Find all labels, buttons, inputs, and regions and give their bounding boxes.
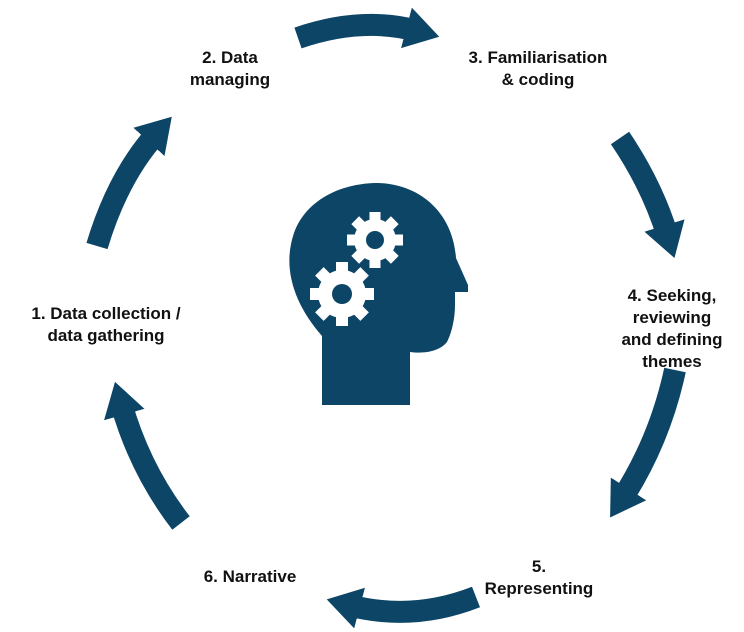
gear-icon-small (347, 212, 403, 268)
stage-label-themes: 4. Seeking, reviewing and defining theme… (621, 286, 723, 371)
cycle-arrow-6-to-1 (104, 381, 190, 530)
stage-label-data-managing: 2. Data managing (189, 48, 271, 89)
head-silhouette (289, 183, 468, 405)
gear-icon-large (310, 262, 374, 326)
stage-label-representing: 5. Representing (484, 557, 594, 598)
stage-label-narrative: 6. Narrative (203, 567, 297, 586)
cycle-arrow-2-to-3 (294, 7, 440, 49)
cycle-arrow-4-to-5 (610, 367, 686, 518)
cycle-arrow-1-to-2 (86, 116, 172, 250)
cycle-arrow-3-to-4 (610, 131, 685, 259)
cycle-arrow-5-to-6 (326, 586, 480, 629)
head-with-gears-icon (289, 183, 468, 405)
stage-label-data-collection: 1. Data collection / data gathering (31, 304, 181, 345)
stage-label-familiarisation-coding: 3. Familiarisation & coding (468, 48, 608, 89)
